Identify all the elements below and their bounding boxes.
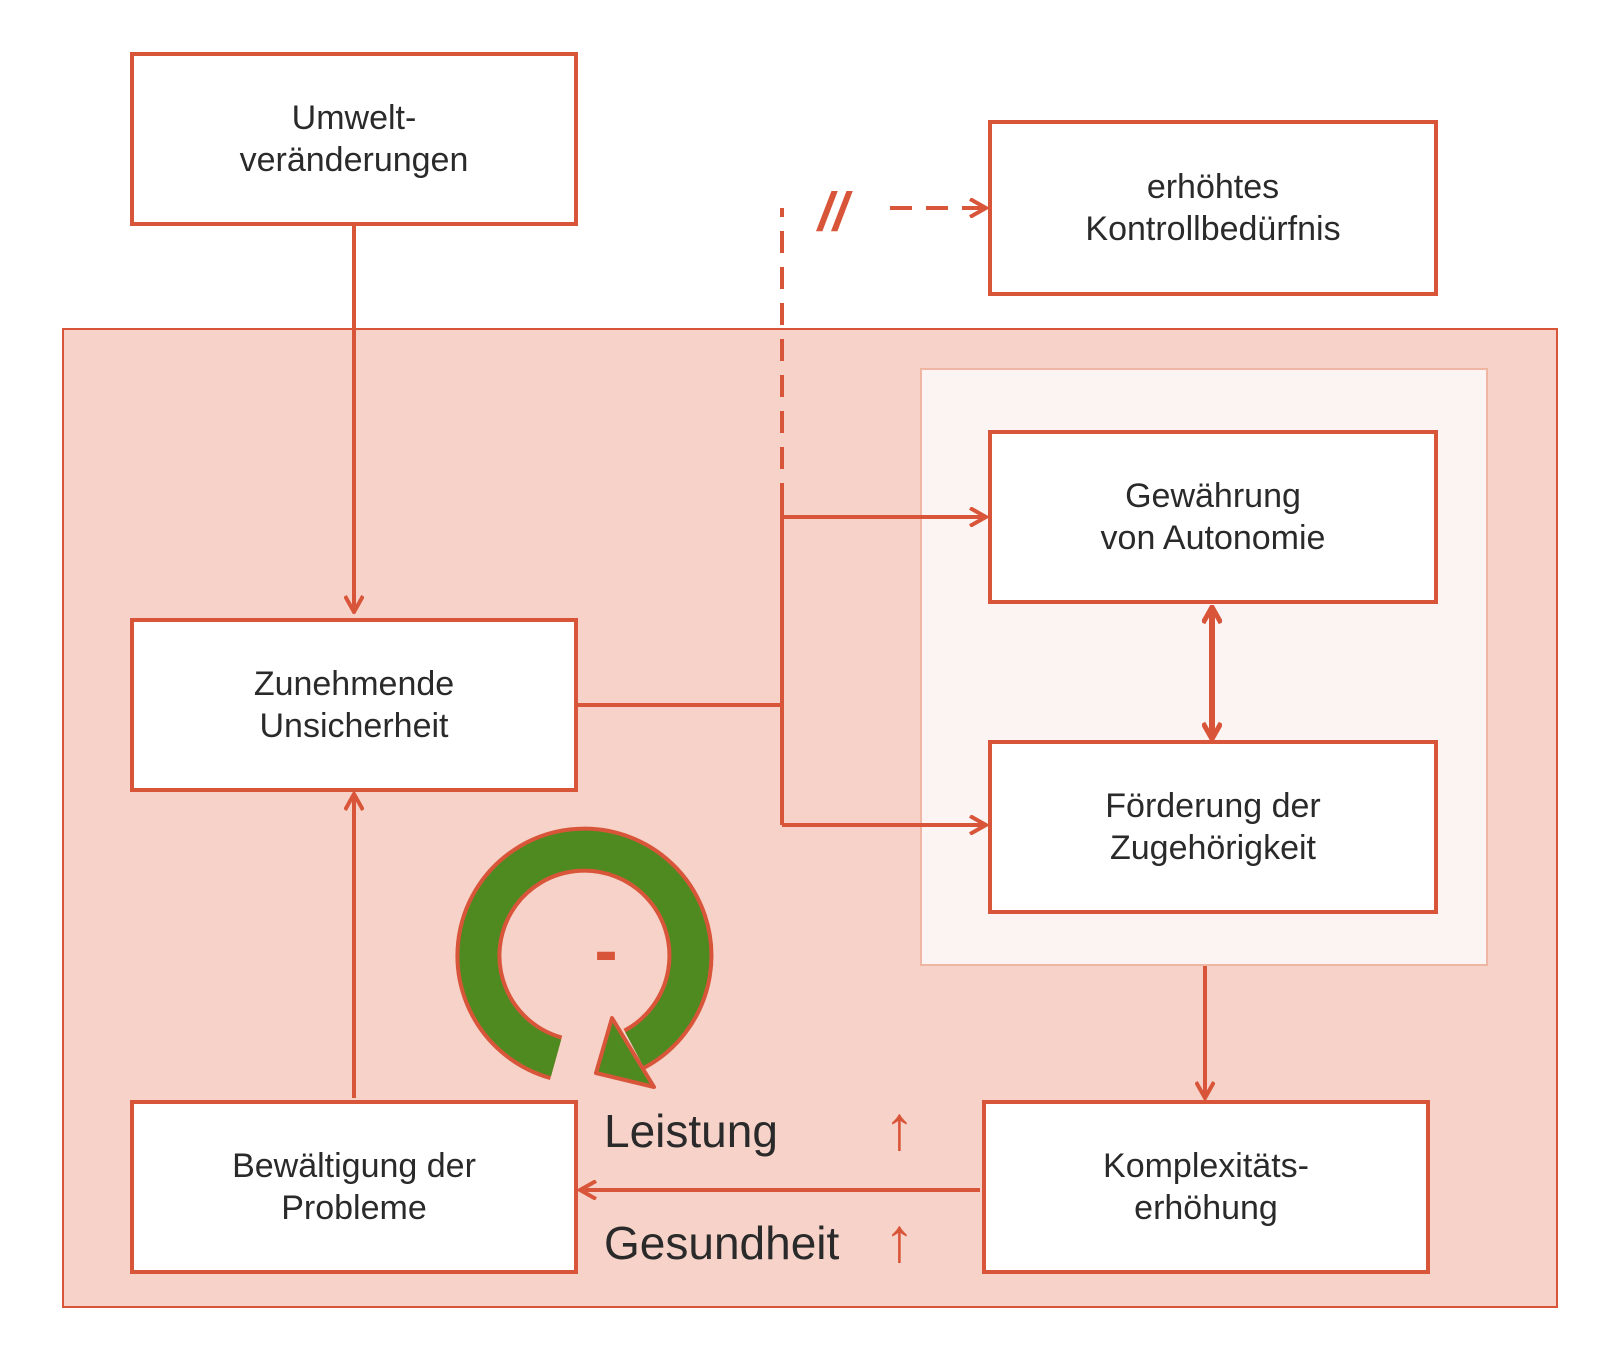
- node-umwelt-label: Umwelt- veränderungen: [239, 99, 469, 179]
- node-kontroll: erhöhtes Kontrollbedürfnis: [988, 120, 1438, 296]
- node-komplexitaet-label: Komplexitäts- erhöhung: [1103, 1147, 1309, 1227]
- loop-sign: -: [594, 911, 618, 989]
- node-kontroll-label: erhöhtes Kontrollbedürfnis: [1085, 168, 1341, 248]
- outcome-leistung: Leistung: [604, 1105, 778, 1157]
- node-komplexitaet: Komplexitäts- erhöhung: [982, 1100, 1430, 1274]
- node-bewaeltigung: Bewältigung der Probleme: [130, 1100, 578, 1274]
- node-autonomie: Gewährung von Autonomie: [988, 430, 1438, 604]
- node-zugehoerigkeit-label: Förderung der Zugehörigkeit: [1105, 787, 1321, 867]
- node-unsicherheit-label: Zunehmende Unsicherheit: [253, 665, 455, 745]
- node-umwelt: Umwelt- veränderungen: [130, 52, 578, 226]
- node-autonomie-label: Gewährung von Autonomie: [1100, 477, 1326, 557]
- circular-arrow-icon: [455, 826, 714, 1089]
- node-zugehoerigkeit: Förderung der Zugehörigkeit: [988, 740, 1438, 914]
- leistung-up-icon: ↑: [884, 1094, 915, 1163]
- node-bewaeltigung-label: Bewältigung der Probleme: [232, 1147, 476, 1227]
- interruption-mark: //: [818, 182, 849, 242]
- gesundheit-up-icon: ↑: [884, 1206, 915, 1275]
- outcome-gesundheit: Gesundheit: [604, 1217, 840, 1269]
- node-unsicherheit: Zunehmende Unsicherheit: [130, 618, 578, 792]
